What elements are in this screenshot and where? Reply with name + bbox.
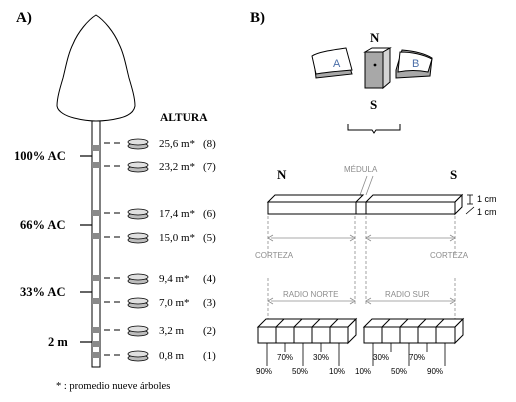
sample-height-6: 17,4 m*: [159, 208, 195, 220]
sample-height-3: 7,0 m*: [159, 297, 190, 309]
sample-index-1: (1): [203, 350, 216, 362]
crown-levels: 100% AC 66% AC 33% AC 2 m: [14, 149, 92, 349]
bark-label-left: CORTEZA: [255, 251, 294, 260]
wood-strip: [266, 193, 464, 216]
sample-index-2: (2): [203, 325, 216, 337]
pct-south-10: 10%: [355, 367, 371, 376]
radius-north-label: RADIO NORTE: [283, 290, 338, 299]
panel-a-label: A): [16, 10, 32, 26]
percentage-ticks: [266, 343, 446, 366]
strip-south-label: S: [450, 167, 457, 182]
pct-north-50: 50%: [292, 367, 308, 376]
pct-south-30: 30%: [373, 353, 389, 362]
disc-sections: A B: [311, 47, 433, 90]
disc-label-b: B: [412, 58, 419, 70]
tree-crown: [56, 14, 136, 122]
radius-row: RADIO NORTE RADIO SUR: [267, 278, 456, 320]
sample-height-1: 0,8 m: [159, 350, 185, 362]
sample-index-6: (6): [203, 208, 216, 220]
dimension-markers: 1 cm 1 cm: [465, 194, 497, 217]
pct-south-50: 50%: [391, 367, 407, 376]
panel-b-label: B): [250, 10, 265, 26]
pct-north-90: 90%: [256, 367, 272, 376]
segmented-strip: [256, 317, 465, 345]
pct-north-70: 70%: [277, 353, 293, 362]
sample-height-7: 23,2 m*: [159, 161, 195, 173]
sample-index-3: (3): [203, 297, 216, 309]
footnote: * : promedio nueve árboles: [56, 381, 170, 392]
bracket: [347, 124, 401, 134]
sample-row-3: 7,0 m* (3): [104, 297, 216, 309]
sample-height-8: 25,6 m*: [159, 138, 195, 150]
crown-level-2m: 2 m: [48, 335, 68, 349]
sample-row-2: 3,2 m (2): [104, 325, 216, 337]
bark-label-right: CORTEZA: [430, 251, 469, 260]
disc-north-label: N: [370, 30, 380, 45]
crown-level-33: 33% AC: [20, 285, 66, 299]
pct-north-30: 30%: [313, 353, 329, 362]
radius-south-label: RADIO SUR: [385, 290, 430, 299]
sample-index-7: (7): [203, 161, 216, 173]
disc-label-a: A: [333, 58, 341, 70]
bark-row: CORTEZA CORTEZA: [255, 216, 469, 305]
sample-row-4: 9,4 m* (4): [104, 273, 216, 285]
crown-level-66: 66% AC: [20, 218, 66, 232]
pith-label: MÉDULA: [344, 165, 378, 174]
sample-height-5: 15,0 m*: [159, 232, 195, 244]
pct-north-10: 10%: [329, 367, 345, 376]
panel-b: B) A B N S N S MÉDULA: [250, 10, 497, 376]
sample-row-5: 15,0 m* (5): [104, 232, 216, 244]
pct-south-70: 70%: [409, 353, 425, 362]
strip-north-label: N: [277, 167, 287, 182]
dim-top-label: 1 cm: [477, 194, 497, 204]
crown-level-100: 100% AC: [14, 149, 66, 163]
sample-height-2: 3,2 m: [159, 325, 185, 337]
sample-height-4: 9,4 m*: [159, 273, 190, 285]
trunk-sample-bands: [92, 145, 100, 358]
dim-side-label: 1 cm: [477, 207, 497, 217]
panel-a: A) 100% AC 66% AC 33% AC 2 m: [14, 10, 216, 392]
sample-row-1: 0,8 m (1): [104, 350, 216, 362]
height-title: ALTURA: [160, 112, 208, 124]
sample-row-6: 17,4 m* (6): [104, 208, 216, 220]
sample-index-4: (4): [203, 273, 216, 285]
sample-index-8: (8): [203, 138, 216, 150]
pct-south-90: 90%: [427, 367, 443, 376]
disc-south-label: S: [370, 97, 377, 112]
percentage-labels: 70% 30% 90% 50% 10% 30% 70% 10% 50% 90%: [256, 353, 443, 376]
sample-row-8: 25,6 m* (8): [104, 138, 216, 150]
sample-index-5: (5): [203, 232, 216, 244]
tree-trunk: [91, 120, 101, 368]
sample-row-7: 23,2 m* (7): [104, 161, 216, 173]
